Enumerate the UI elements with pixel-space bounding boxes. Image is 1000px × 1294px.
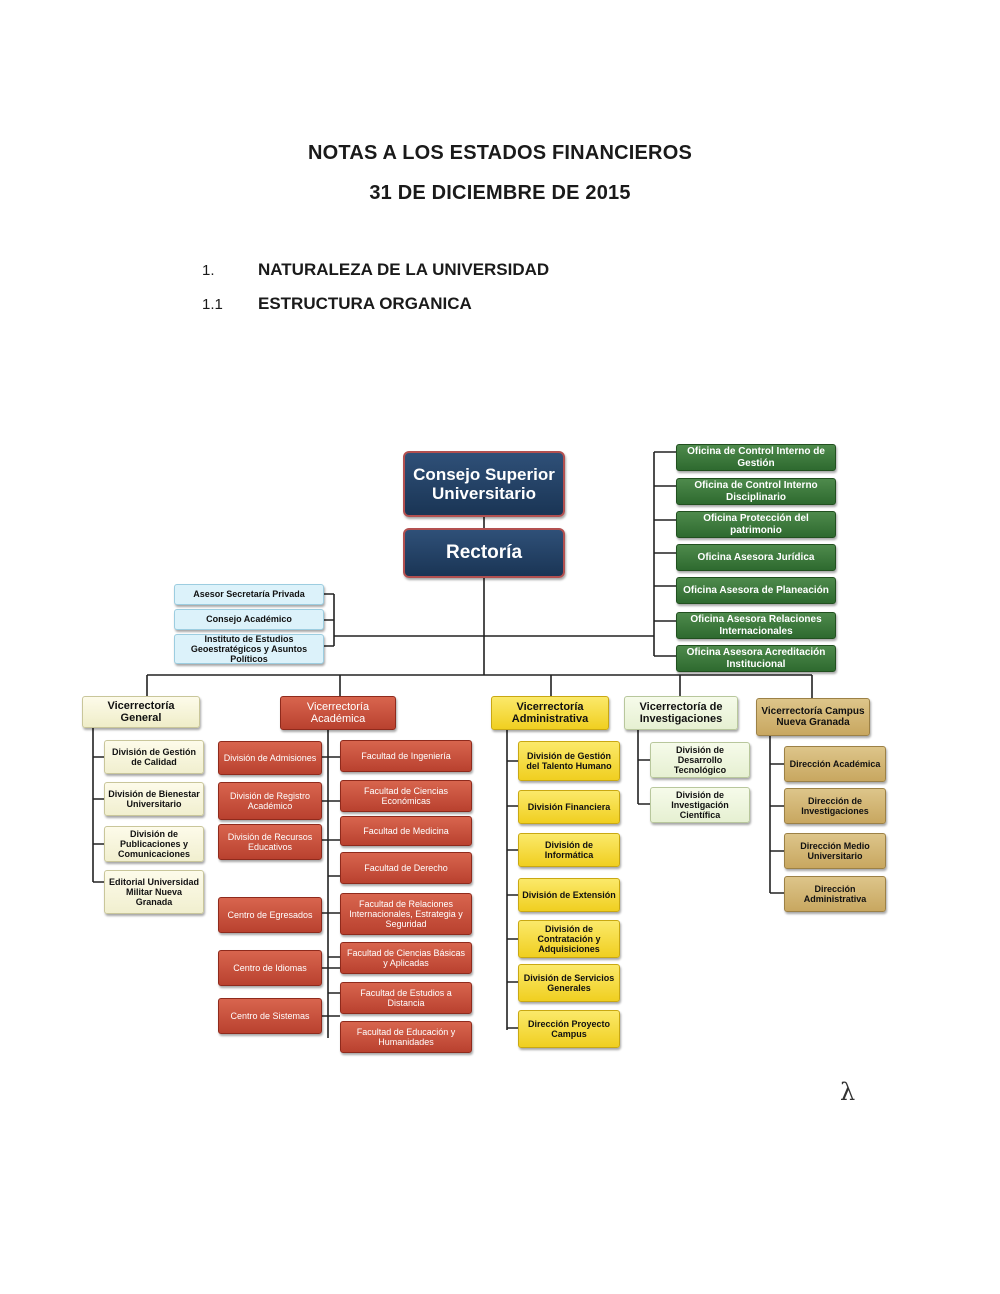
direccion-medio-universitario: Dirección Medio Universitario — [784, 833, 886, 869]
division-admisiones: División de Admisiones — [218, 741, 322, 775]
division-recursos-educativos: División de Recursos Educativos — [218, 824, 322, 860]
facultad-educacion-humanidades: Facultad de Educación y Humanidades — [340, 1021, 472, 1053]
handwritten-page-mark: λ — [840, 1078, 856, 1106]
division-extension: División de Extensión — [518, 878, 620, 912]
division-informatica: División de Informática — [518, 833, 620, 867]
vicerrectoria-academica: Vicerrectoría Académica — [280, 696, 396, 730]
editorial-universidad: Editorial Universidad Militar Nueva Gran… — [104, 870, 204, 914]
oficina-proteccion-patrimonio: Oficina Protección del patrimonio — [676, 511, 836, 538]
vicerrectoria-campus: Vicerrectoría Campus Nueva Granada — [756, 698, 870, 736]
oficina-relaciones-internacionales: Oficina Asesora Relaciones Internacional… — [676, 612, 836, 639]
document-title: NOTAS A LOS ESTADOS FINANCIEROS — [308, 142, 692, 164]
section-number: 1. — [202, 262, 215, 279]
division-registro-academico: División de Registro Académico — [218, 782, 322, 820]
division-bienestar-universitario: División de Bienestar Universitario — [104, 782, 204, 816]
consejo-academico: Consejo Académico — [174, 609, 324, 630]
direccion-administrativa: Dirección Administrativa — [784, 876, 886, 912]
oficina-asesora-juridica: Oficina Asesora Jurídica — [676, 544, 836, 571]
vicerrectoria-administrativa: Vicerrectoría Administrativa — [491, 696, 609, 730]
division-gestion-calidad: División de Gestión de Calidad — [104, 740, 204, 774]
instituto-estudios-geoestrategicos: Instituto de Estudios Geoestratégicos y … — [174, 634, 324, 664]
vicerrectoria-investigaciones: Vicerrectoría de Investigaciones — [624, 696, 738, 730]
direccion-proyecto-campus: Dirección Proyecto Campus — [518, 1010, 620, 1048]
facultad-medicina: Facultad de Medicina — [340, 816, 472, 846]
centro-sistemas: Centro de Sistemas — [218, 998, 322, 1034]
centro-idiomas: Centro de Idiomas — [218, 950, 322, 986]
facultad-derecho: Facultad de Derecho — [340, 852, 472, 884]
asesor-secretaria-privada: Asesor Secretaría Privada — [174, 584, 324, 605]
facultad-ciencias-basicas: Facultad de Ciencias Básicas y Aplicadas — [340, 942, 472, 974]
oficina-control-interno-disciplinario: Oficina de Control Interno Disciplinario — [676, 478, 836, 505]
oficina-acreditacion-institucional: Oficina Asesora Acreditación Institucion… — [676, 645, 836, 672]
division-desarrollo-tecnologico: División de Desarrollo Tecnológico — [650, 742, 750, 778]
consejo-superior-box: Consejo Superior Universitario — [403, 451, 565, 517]
division-contratacion: División de Contratación y Adquisiciones — [518, 920, 620, 958]
oficina-asesora-planeacion: Oficina Asesora de Planeación — [676, 577, 836, 604]
direccion-academica: Dirección Académica — [784, 746, 886, 782]
oficina-control-interno-gestion: Oficina de Control Interno de Gestión — [676, 444, 836, 471]
facultad-relaciones-internacionales: Facultad de Relaciones Internacionales, … — [340, 893, 472, 935]
division-servicios-generales: División de Servicios Generales — [518, 964, 620, 1002]
facultad-ciencias-economicas: Facultad de Ciencias Económicas — [340, 780, 472, 812]
facultad-estudios-distancia: Facultad de Estudios a Distancia — [340, 982, 472, 1014]
division-financiera: División Financiera — [518, 790, 620, 824]
facultad-ingenieria: Facultad de Ingeniería — [340, 740, 472, 772]
subsection-number: 1.1 — [202, 296, 223, 313]
section-title: NATURALEZA DE LA UNIVERSIDAD — [258, 260, 550, 279]
division-investigacion-cientifica: División de Investigación Científica — [650, 787, 750, 823]
rectoria-box: Rectoría — [403, 528, 565, 578]
vicerrectoria-general: Vicerrectoría General — [82, 696, 200, 728]
centro-egresados: Centro de Egresados — [218, 897, 322, 933]
document-date: 31 DE DICIEMBRE DE 2015 — [369, 182, 631, 204]
division-publicaciones-comunicaciones: División de Publicaciones y Comunicacion… — [104, 826, 204, 862]
direccion-investigaciones: Dirección de Investigaciones — [784, 788, 886, 824]
subsection-title: ESTRUCTURA ORGANICA — [258, 294, 472, 313]
division-talento-humano: División de Gestión del Talento Humano — [518, 741, 620, 781]
